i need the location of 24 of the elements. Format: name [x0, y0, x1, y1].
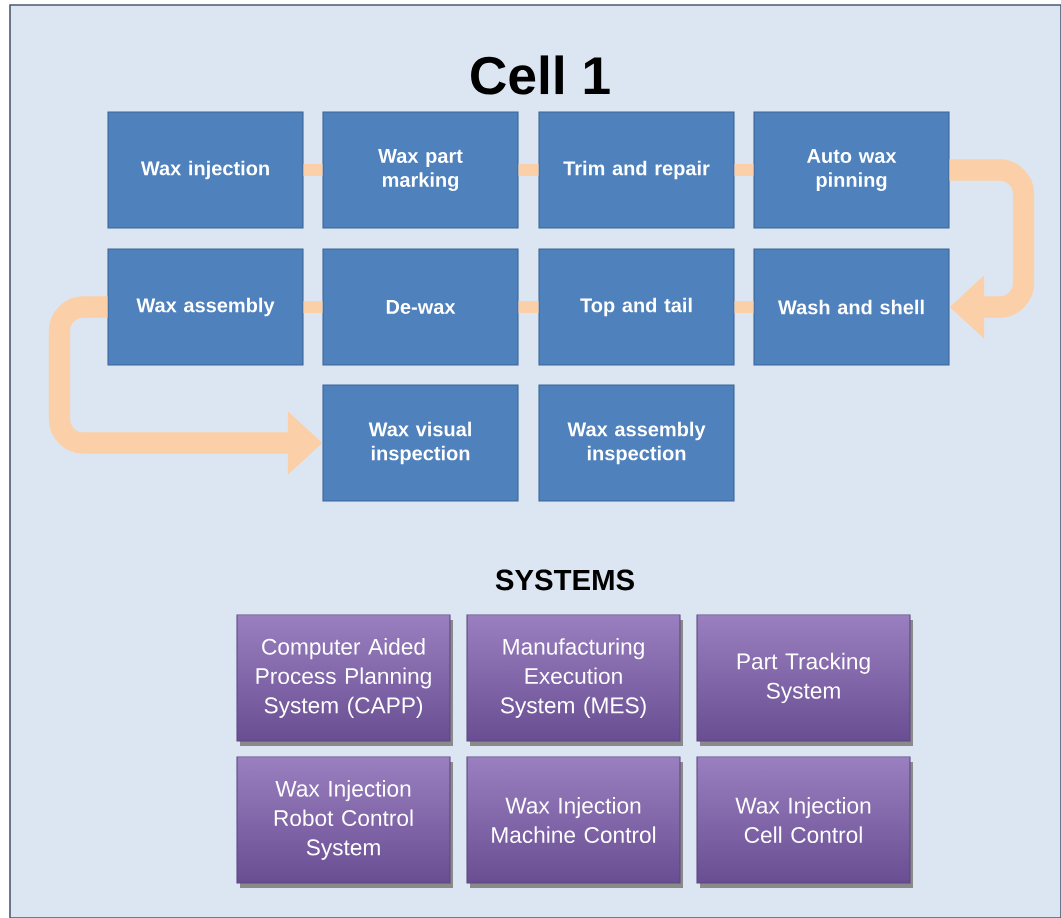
process-box: Wax part marking: [322, 111, 519, 229]
title: Cell 1: [471, 55, 610, 95]
process-box: Trim and repair: [538, 111, 735, 229]
system-box: Manufacturing Execution System (MES): [466, 614, 683, 746]
process-box: Wax assembly inspection: [538, 384, 735, 502]
system-box: Wax Injection Robot Control System: [236, 756, 453, 888]
connector-bar: [303, 164, 323, 176]
connector-bar: [518, 301, 539, 313]
system-box: Wax Injection Cell Control: [696, 756, 913, 888]
process-box: Wax visual inspection: [322, 384, 519, 502]
system-box: Part Tracking System: [696, 614, 913, 746]
process-box: Top and tail: [538, 248, 735, 366]
process-box: Wash and shell: [753, 248, 950, 366]
process-box: Wax assembly: [107, 248, 304, 366]
process-box: Wax injection: [107, 111, 304, 229]
system-box: Computer Aided Process Planning System (CAPP): [236, 614, 453, 746]
process-box: De-wax: [322, 248, 519, 366]
connector-bar: [734, 164, 754, 176]
process-box: Auto wax pinning: [753, 111, 950, 229]
connector-bar: [734, 301, 754, 313]
connector-bar: [303, 301, 323, 313]
section-heading: SYSTEMS: [495, 569, 634, 591]
system-box: Wax Injection Machine Control: [466, 756, 683, 888]
connector-bar: [518, 164, 539, 176]
